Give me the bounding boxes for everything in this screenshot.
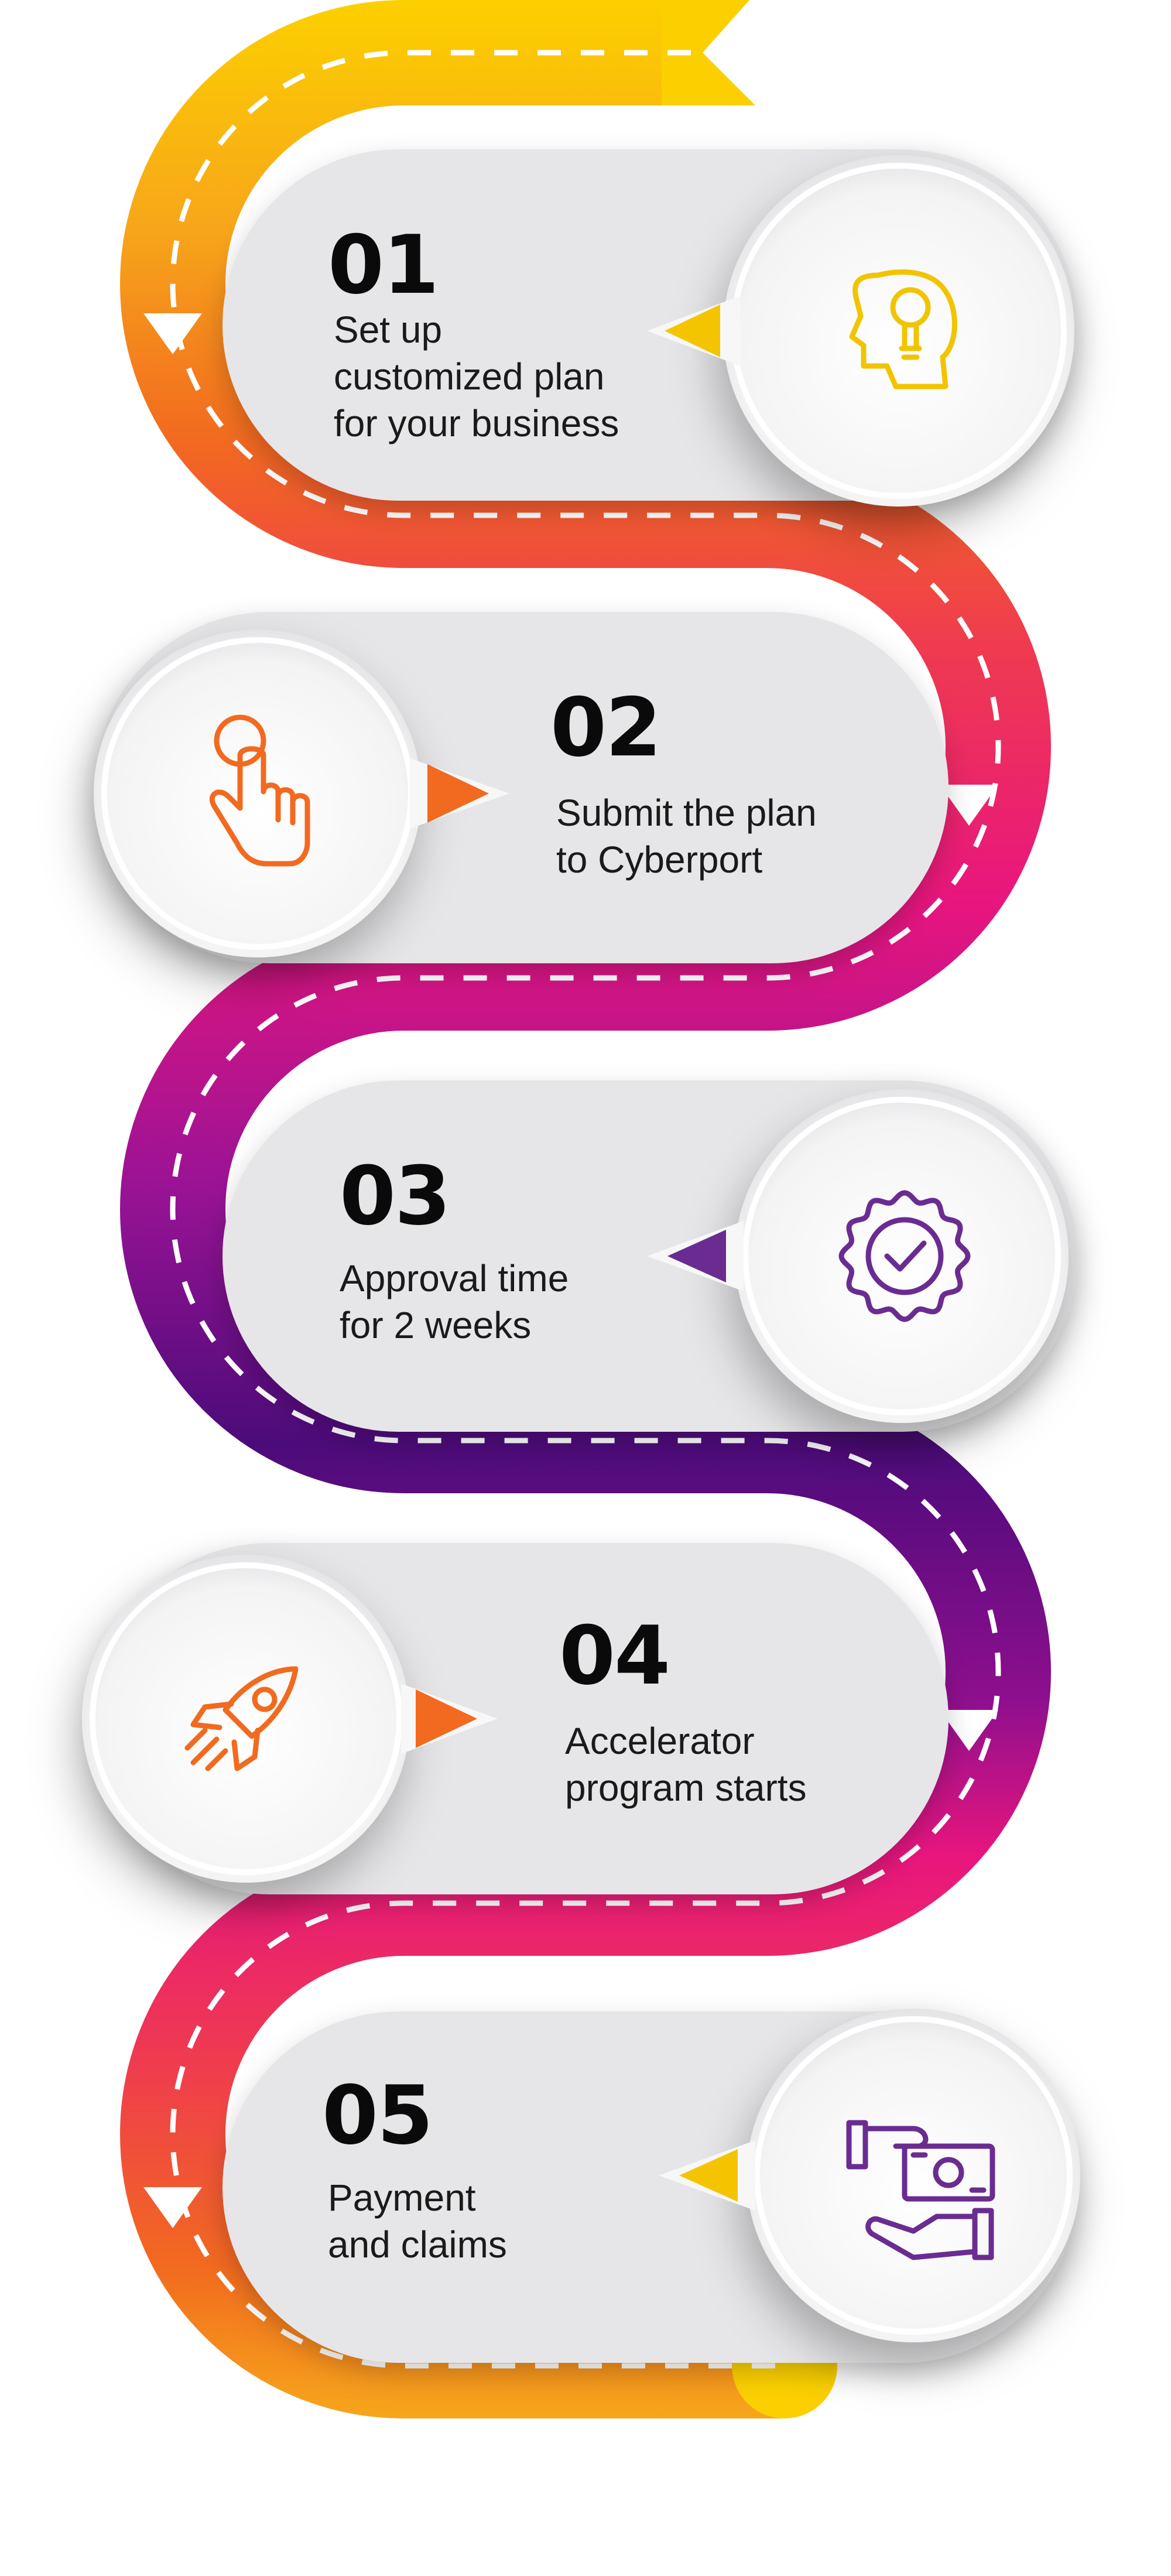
road-arrow-down-icon: [940, 1710, 998, 1751]
icon-circle: [747, 2009, 1080, 2342]
rocket-icon: [184, 1666, 299, 1771]
step-text-line: Accelerator: [565, 1720, 755, 1762]
step-text-line: and claims: [328, 2223, 507, 2266]
step-03: 03 Approval time for 2 weeks: [222, 1080, 1077, 1432]
pointer-triangle: [427, 764, 489, 823]
step-text-line: program starts: [565, 1767, 807, 1809]
step-05: 05 Payment and claims: [222, 2009, 1080, 2363]
step-text-line: Approval time: [340, 1257, 569, 1299]
hand-pointer-icon: [209, 714, 310, 867]
step-number: 05: [322, 2068, 432, 2163]
pointer-triangle: [665, 305, 720, 357]
step-number: 04: [559, 1609, 669, 1703]
step-text-line: Payment: [328, 2177, 476, 2219]
icon-circle: [94, 630, 422, 957]
lightbulb-head-icon: [849, 269, 957, 389]
step-02: 02 Submit the plan to Cyberport: [94, 612, 949, 963]
step-text-line: for 2 weeks: [340, 1304, 531, 1346]
pointer-triangle: [416, 1689, 477, 1748]
step-number: 02: [550, 680, 660, 775]
step-number: 03: [340, 1149, 450, 1243]
step-text-line: for your business: [334, 402, 619, 444]
step-04: 04 Accelerator program starts: [82, 1543, 949, 1894]
icon-circle: [735, 1089, 1069, 1423]
step-01: 01 Set up customized plan for your busin…: [222, 149, 1077, 507]
step-text-line: Set up: [334, 309, 442, 351]
step-text-line: customized plan: [334, 355, 604, 398]
road-arrow-down-icon: [143, 2187, 202, 2228]
approval-badge-icon: [838, 1190, 971, 1322]
pointer-triangle: [667, 1230, 726, 1282]
ribbon-tail-top: [662, 0, 755, 105]
step-text-line: Submit the plan: [556, 792, 817, 834]
step-number: 01: [328, 218, 438, 312]
icon-circle: [723, 155, 1074, 507]
step-text-line: to Cyberport: [556, 839, 762, 881]
road-arrow-down-icon: [143, 313, 202, 354]
pointer-triangle: [679, 2149, 738, 2202]
money-hands-icon: [846, 2120, 995, 2260]
road-arrow-down-icon: [940, 785, 998, 826]
icon-circle: [82, 1555, 410, 1883]
